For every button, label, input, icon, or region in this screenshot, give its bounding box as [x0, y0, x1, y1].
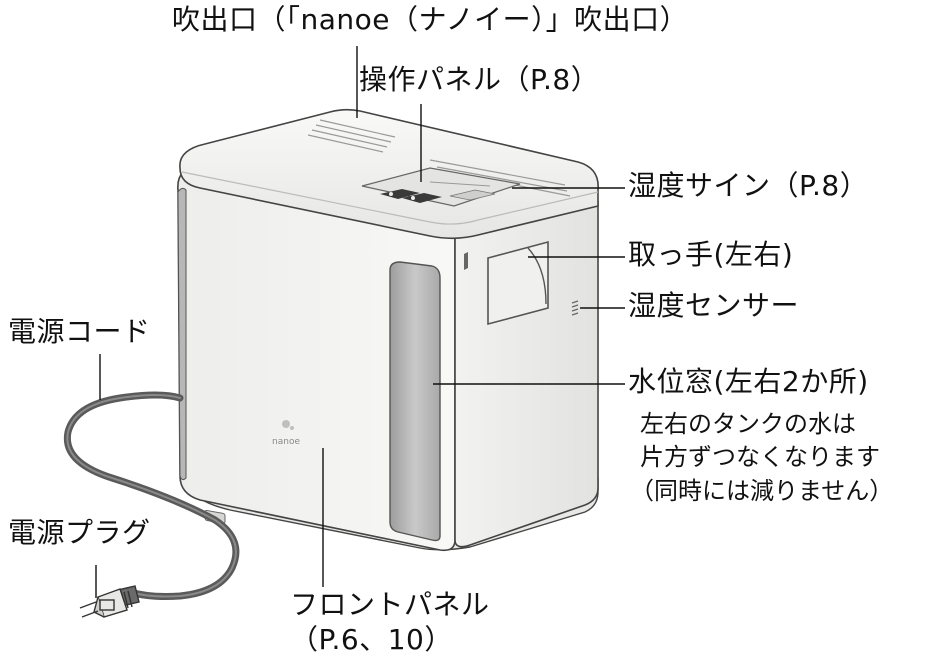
humidity-sensor-label: 湿度センサー [628, 289, 800, 322]
water-note-line-1: 左右のタンクの水は [640, 410, 856, 438]
front-panel-ref-label: （P.6、10） [290, 623, 453, 656]
power-plug-label: 電源プラグ [8, 516, 151, 549]
top-surface [179, 108, 599, 240]
power-plug [79, 585, 140, 618]
control-panel [361, 167, 521, 207]
power-cord-label: 電源コード [8, 315, 151, 348]
left-side-strip [177, 187, 187, 481]
humidity-sign-label: 湿度サイン（P.8） [628, 169, 869, 202]
water-note-line-2: 片方ずつなくなります [640, 443, 880, 471]
leader-lines [95, 46, 625, 598]
water-window-label: 水位窓(左右2か所) [628, 365, 869, 398]
handle-recess [464, 240, 549, 326]
front-panel-label: フロントパネル [290, 588, 490, 621]
water-note-line-3: （同時には減りません） [630, 477, 894, 505]
control-panel-label: 操作パネル（P.8） [359, 63, 600, 96]
humidity-sensor-slits [571, 300, 579, 316]
handle-label: 取っ手(左右) [628, 238, 794, 271]
nanoe-logo-text: nanoe [272, 437, 300, 447]
outlet-label: 吹出口（「nanoe（ナノイー）」吹出口） [172, 3, 689, 36]
side-face [454, 184, 599, 548]
nanoe-logo: nanoe [272, 420, 300, 447]
water-window-strip [389, 261, 441, 542]
